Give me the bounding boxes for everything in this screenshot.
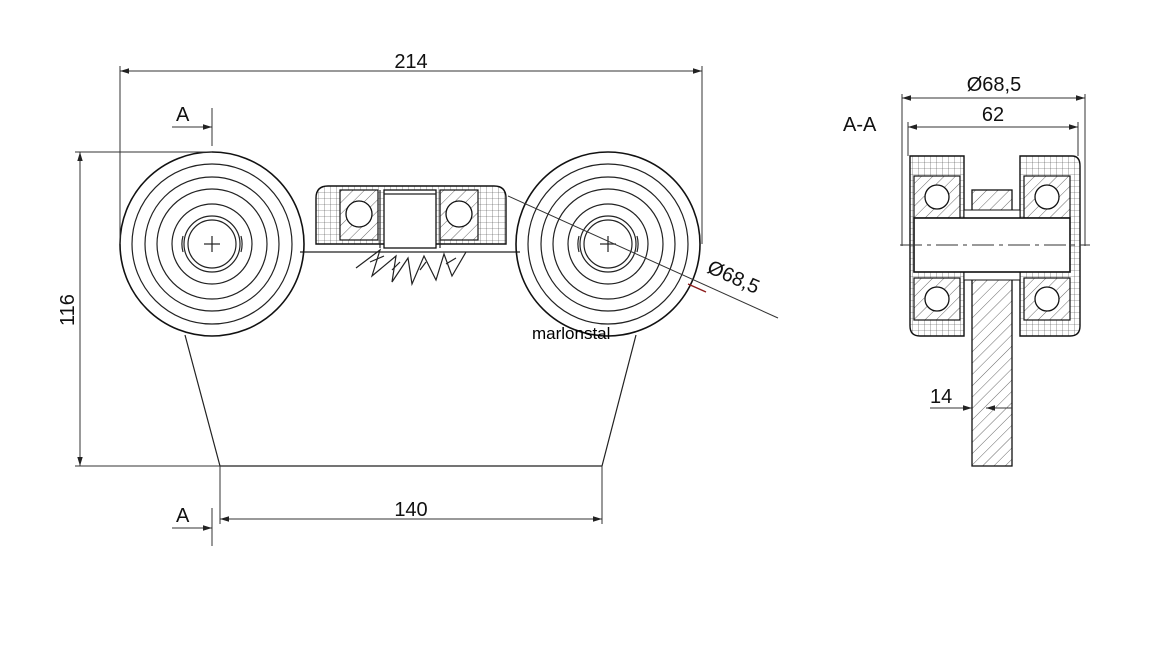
- section-title: A-A: [843, 114, 877, 136]
- dimension-wheel-width: 62: [907, 104, 1079, 156]
- right-wheel: [515, 151, 701, 337]
- section-diameter-label: Ø68,5: [967, 74, 1021, 96]
- height-label: 116: [57, 294, 79, 326]
- dimension-overall-width: 214: [119, 51, 703, 244]
- section-marker-top: A: [172, 104, 213, 146]
- middle-roller: [315, 185, 507, 287]
- dimension-height: 116: [57, 151, 220, 467]
- section-marker-bottom: A: [172, 505, 213, 546]
- watermark: marlonstal: [532, 324, 610, 343]
- left-wheel: [119, 151, 305, 337]
- section-marker-top-label: A: [176, 104, 190, 126]
- wheel-diameter-label: Ø68,5: [704, 256, 763, 298]
- section-marker-bottom-label: A: [176, 505, 190, 527]
- wheel-width-label: 62: [982, 104, 1004, 126]
- dimension-wheel-spacing: 140: [219, 466, 603, 524]
- dimension-section-diameter: Ø68,5: [901, 74, 1086, 246]
- dimension-plate-thickness: 14: [930, 386, 1012, 411]
- dimension-wheel-diameter: Ø68,5: [507, 195, 779, 319]
- bracket-outline: [184, 334, 637, 467]
- overall-width-label: 214: [394, 51, 427, 73]
- wheel-spacing-label: 140: [394, 499, 427, 521]
- plate-thickness-label: 14: [930, 386, 952, 408]
- section-view: A-A Ø68,5: [843, 74, 1090, 467]
- front-view: 214 116 140 Ø68,5 A: [57, 51, 779, 546]
